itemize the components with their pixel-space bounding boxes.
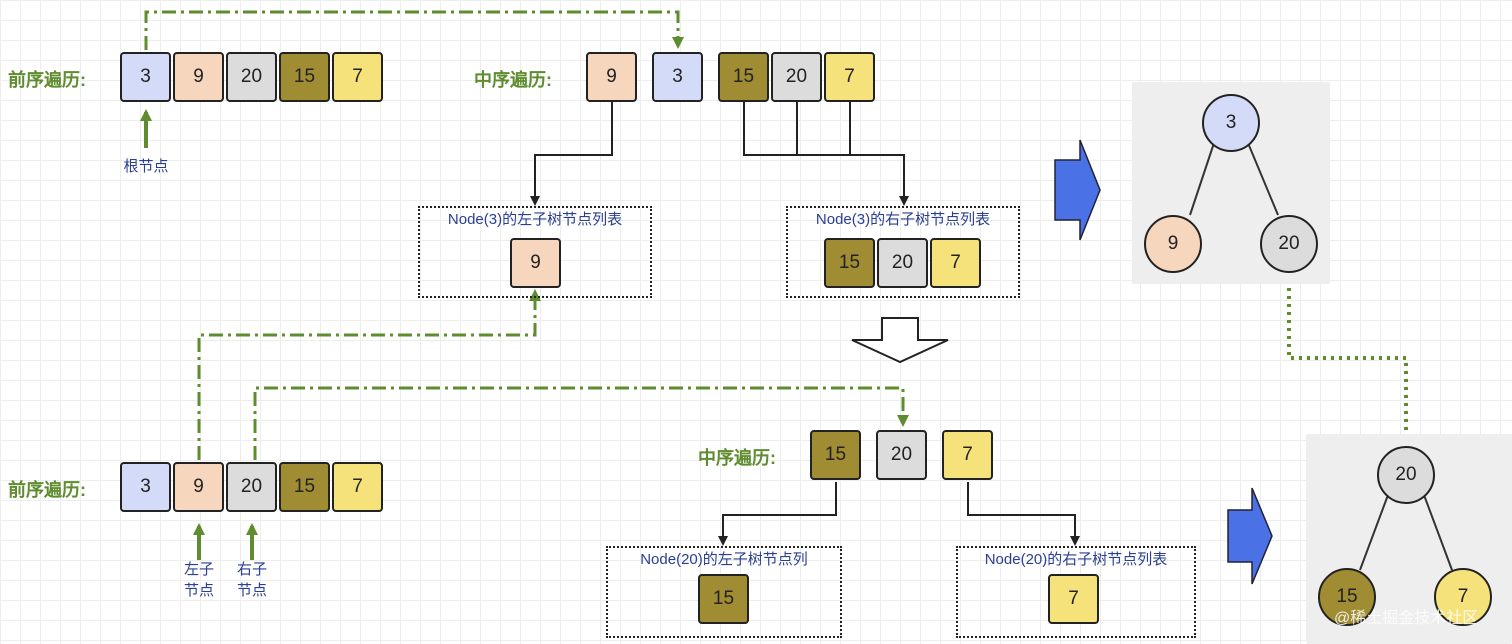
preorder2-cell-3: 15 <box>279 462 330 512</box>
node3-right-box <box>786 206 1020 298</box>
preorder1-cell-2: 20 <box>226 52 277 102</box>
inorder-label-1: 中序遍历: <box>474 70 552 90</box>
preorder2-cell-4: 7 <box>332 462 383 512</box>
inorder1-right-cell-2: 7 <box>824 52 875 102</box>
left-split-connector <box>530 102 613 206</box>
right-child-note-line-2: 节点 <box>236 582 267 599</box>
preorder1-cell-1: 9 <box>173 52 224 102</box>
right-child-note: 右子 节点 <box>228 559 276 601</box>
node3-right-title: Node(3)的右子树节点列表 <box>815 211 991 228</box>
inorder2-cell-1: 20 <box>876 430 927 480</box>
node20-left-cell-0: 15 <box>698 574 749 624</box>
preorder2-cell-2: 20 <box>226 462 277 512</box>
inorder1-right-cell-1: 20 <box>771 52 822 102</box>
inorder2-right-connector <box>967 482 1080 546</box>
inorder-label-2: 中序遍历: <box>698 448 776 468</box>
right-child-dashdot-connector <box>253 386 909 460</box>
preorder1-cell-0: 3 <box>120 52 171 102</box>
inorder1-left-cell: 9 <box>586 52 637 102</box>
node3-left-title: Node(3)的左子树节点列表 <box>447 211 623 228</box>
tree2-left-node: 15 <box>1318 568 1376 626</box>
tree1-left-node: 9 <box>1144 215 1202 273</box>
node3-right-cell-1: 20 <box>877 238 928 288</box>
preorder-label-2: 前序遍历: <box>8 480 86 500</box>
node3-left-box <box>418 206 652 298</box>
node3-right-cell-2: 7 <box>930 238 981 288</box>
preorder1-cell-3: 15 <box>279 52 330 102</box>
left-child-note-line-1: 左子 <box>183 561 214 578</box>
tree1-right-node: 20 <box>1260 215 1318 273</box>
big-blue-arrow-2 <box>1227 487 1273 585</box>
big-blue-arrow-1 <box>1054 139 1101 241</box>
left-child-note: 左子 节点 <box>175 559 223 601</box>
white-down-arrow <box>851 317 949 364</box>
preorder2-cell-0: 3 <box>120 462 171 512</box>
tree2-root-node: 20 <box>1377 446 1435 504</box>
tree2-right-node: 7 <box>1434 568 1492 626</box>
inorder2-left-connector <box>718 482 837 546</box>
left-child-note-line-2: 节点 <box>183 582 214 599</box>
preorder-label-1: 前序遍历: <box>8 70 86 90</box>
node3-right-cell-0: 15 <box>824 238 875 288</box>
left-child-dashdot-connector <box>197 289 541 460</box>
tree-link-dotted <box>1287 272 1412 447</box>
root-dashdot-connector <box>144 10 684 50</box>
node20-right-box <box>956 546 1196 638</box>
root-note: 根节点 <box>123 158 169 175</box>
preorder2-cell-1: 9 <box>173 462 224 512</box>
watermark-text: @稀土掘金技术社区 <box>1334 610 1479 627</box>
inorder1-right-cell-0: 15 <box>718 52 769 102</box>
node20-right-title: Node(20)的右子树节点列表 <box>984 551 1168 568</box>
node20-right-cell-0: 7 <box>1048 574 1099 624</box>
right-split-connector <box>743 102 905 204</box>
node3-left-cell-0: 9 <box>510 238 561 288</box>
tree1-root-node: 3 <box>1202 94 1260 152</box>
inorder2-cell-2: 7 <box>942 430 993 480</box>
inorder2-cell-0: 15 <box>810 430 861 480</box>
node20-left-box <box>606 546 842 638</box>
node20-left-title: Node(20)的左子树节点列 <box>640 551 808 568</box>
preorder1-cell-4: 7 <box>332 52 383 102</box>
right-child-note-line-1: 右子 <box>236 561 267 578</box>
inorder1-root-cell: 3 <box>652 52 703 102</box>
